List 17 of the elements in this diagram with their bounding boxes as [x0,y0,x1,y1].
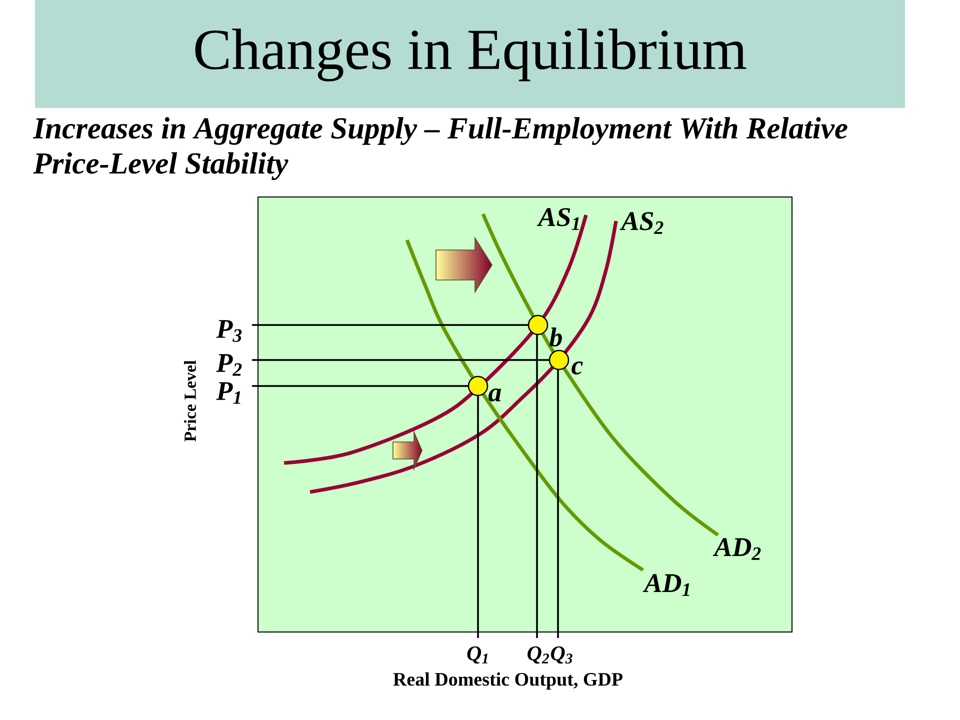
price-label: P$_{3}$ [216,320,242,342]
price-label: P$_{1}$ [216,382,240,404]
point-label: c [572,362,583,374]
axis-label: Real Domestic Output, GDP [393,672,622,690]
curve-label: AD$_{2}$ [712,538,761,560]
curve-label: AD$_{1}$ [642,574,690,596]
point-label: a [488,388,502,402]
price-label: P$_{2}$ [216,354,242,376]
subtitle: Increases in Aggregate Supply – Full-Employment With Relative Price-Level Stability [32,117,848,180]
point-label: b [550,327,562,346]
quantity-label: Q$_{3}$ [550,646,572,664]
curve-label: AS$_{2}$ [620,212,664,234]
curve-label: AS$_{1}$ [536,208,579,230]
quantity-label: Q$_{2}$ [528,646,549,664]
title: Changes in Equilibrium [35,0,905,108]
quantity-label: Q$_{1}$ [467,646,488,664]
axis-label: Price Level [184,360,196,442]
